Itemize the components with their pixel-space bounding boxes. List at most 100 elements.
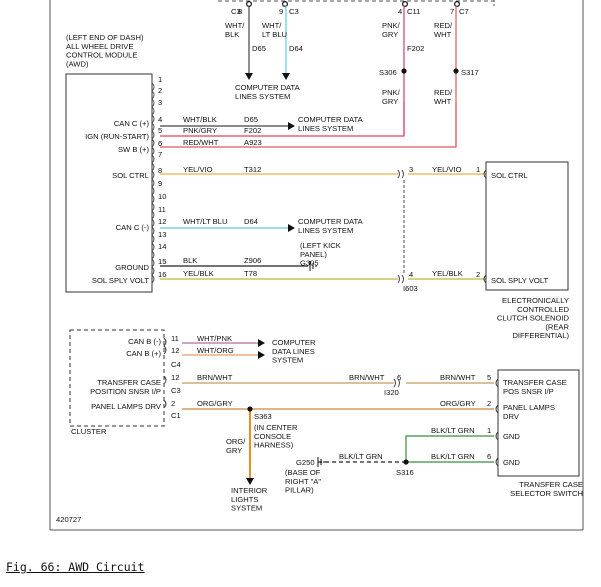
label-line: ORG/ [226,437,246,446]
awd-wire-circuit-8: T312 [244,165,261,174]
wire-blk-ltgrn-1 [405,435,494,460]
s317-wire-color: RED/WHT [434,88,453,106]
cluster-label-can-b-neg: CAN B (-) [128,337,161,346]
s363-label: S363 [254,412,272,421]
figure-id: 420727 [56,515,81,524]
awd-wire-color-8: YEL/VIO [183,165,213,174]
splice-s316 [403,459,409,465]
label-line: INTERIOR [231,486,268,495]
label-line: GRY [382,30,398,39]
awd-wire-color-4: WHT/BLK [183,115,217,124]
solenoid-label-sol-sply: SOL SPLY VOLT [491,276,548,285]
awd-pin-14: 14 [158,242,166,251]
cluster-conn-c4: C4 [171,360,181,369]
cluster-pin-11: 11 [171,334,179,343]
label-line: RED/ [434,88,453,97]
label-line: (LEFT END OF DASH) [66,33,144,42]
cluster-pin-12a: 12 [171,346,179,355]
label-line: WHT [434,30,452,39]
awd-pin-10: 10 [158,192,166,201]
label-line: PANEL LAMPS [503,403,555,412]
label-line: CONTROL MODULE [66,51,137,60]
awd-wire-circuit-4: D65 [244,115,258,124]
cluster-label-can-b-pos: CAN B (+) [126,349,161,358]
label-line: TRANSFER CASE [519,480,583,489]
top-circuit-f202: F202 [407,44,424,53]
cluster-pin-2: 2 [171,399,175,408]
top-conn-c7: C7 [459,7,469,16]
cluster-conn-c3: C3 [171,386,181,395]
g250-wire-color: BLK/LT GRN [339,452,383,461]
awd-label-ground: GROUND [115,263,149,272]
awd-wire-circuit-6: A923 [244,138,262,147]
cluster-wire-color-12a: WHT/ORG [197,346,234,355]
cluster-label-lamps: PANEL LAMPS DRV [91,402,162,411]
top-pin-8: 8 [238,7,242,16]
s317-label: S317 [461,68,479,77]
awd-pin-2: 2 [158,86,162,95]
sol-wire-color-1: YEL/VIO [432,165,462,174]
label-line: HARNESS) [254,441,294,450]
label-line: RIGHT "A" [285,477,321,486]
awd-pin-7: 7 [158,150,162,159]
label-line: (BASE OF [285,468,321,477]
label-line: RED/ [434,21,453,30]
label-line: (LEFT KICK [300,241,341,250]
blk-ltgrn-label-1: BLK/LT GRN [431,426,475,435]
top-pin-9: 9 [279,7,283,16]
label-line: PNK/ [382,88,401,97]
awd-pin-1: 1 [158,75,162,84]
label-line: GRY [226,446,242,455]
awd-pin-9: 9 [158,179,162,188]
switch-pin-6: 6 [487,452,491,461]
cluster-pin-12b: 12 [171,373,179,382]
awd-wire-circuit-16: T78 [244,269,257,278]
top-color-red-wht: RED/WHT [434,21,453,39]
label-line: COMPUTER DATA [298,115,364,124]
label-line: COMPUTER DATA [298,217,364,226]
awd-label-sol-ctrl: SOL CTRL [112,171,149,180]
top-color-wht-ltblu: WHT/LT BLU [262,21,287,39]
label-line: PANEL) [300,250,327,259]
ground-symbol-g250 [317,457,325,467]
label-line: LINES SYSTEM [298,124,353,133]
ground-symbol-g305 [309,261,317,271]
label-line: SYSTEM [231,504,262,513]
label-line: PILLAR) [285,486,314,495]
label-line: WHT/ [262,21,282,30]
awd-wire-circuit-5: F202 [244,126,261,135]
label-line: COMPUTER [272,338,316,347]
solenoid-pin-2: 2 [476,270,480,279]
awd-wires [160,102,486,280]
awd-pin-ticks [151,82,155,284]
switch-pin-1: 1 [487,426,491,435]
splice-s363 [247,406,253,412]
awd-wire-circuit-12: D64 [244,217,258,226]
awd-pin-5: 5 [158,126,162,135]
switch-label-gnd1: GND [503,432,520,441]
org-gry-vertical-label: ORG/GRY [226,437,246,455]
top-conn-c11: C11 [407,7,420,16]
awd-wire-color-6: RED/WHT [183,138,219,147]
label-line: (IN CENTER [254,423,298,432]
awd-pin-8: 8 [158,166,162,175]
cluster-wire-labels: WHT/PNK WHT/ORG BRN/WHT ORG/GRY COMPUTER… [197,334,476,513]
label-line: PNK/ [382,21,401,30]
blk-ltgrn-label-2: BLK/LT GRN [431,452,475,461]
label-line: TRANSFER CASE [503,378,567,387]
awd-pin-labels: CAN C (+) IGN (RUN-START) SW B (+) SOL C… [85,119,149,285]
label-line: POS SNSR I/P [503,387,554,396]
label-line: DIFFERENTIAL) [512,331,569,340]
label-line: LINES SYSTEM [235,92,290,101]
top-conn-c3a: C3 [231,7,241,16]
awd-pin-13: 13 [158,230,166,239]
